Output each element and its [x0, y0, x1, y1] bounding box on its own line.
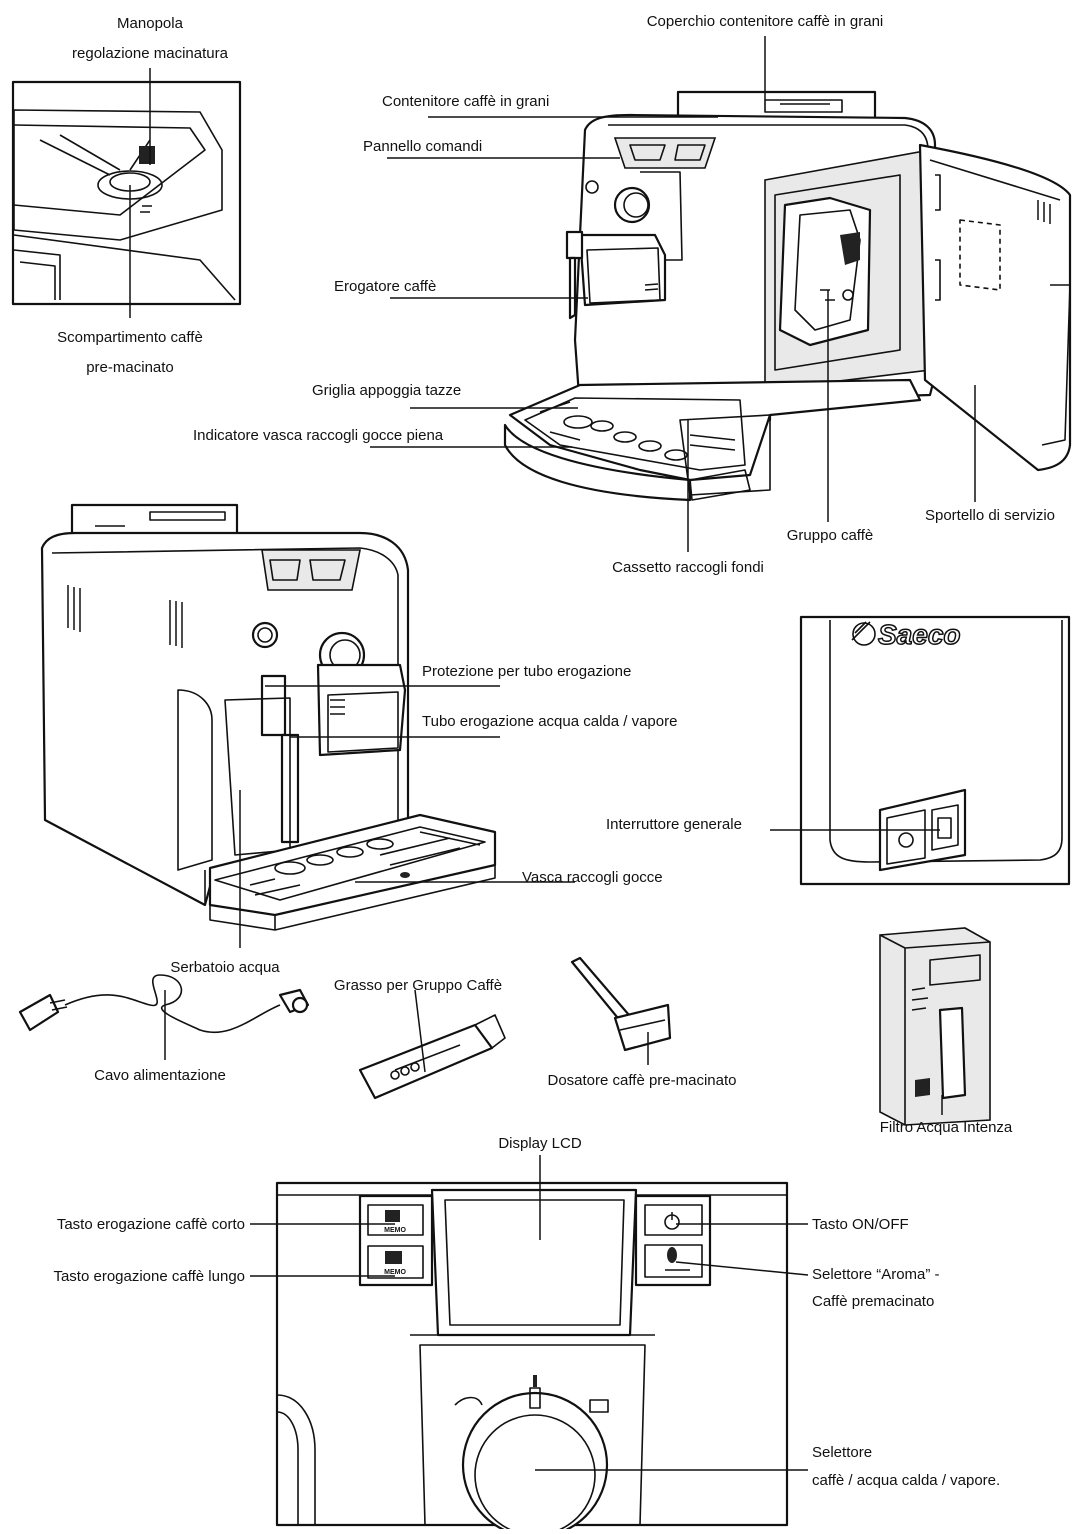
labels: Manopola regolazione macinatura Scompart… — [53, 13, 1055, 1489]
label-serbatoio: Serbatoio acqua — [170, 959, 280, 976]
label-protezione: Protezione per tubo erogazione — [422, 663, 631, 680]
label-aroma-line2: Caffè premacinato — [812, 1293, 934, 1310]
grinder-inset — [11, 80, 242, 306]
label-cavo: Cavo alimentazione — [94, 1067, 226, 1084]
label-selettore-line2: caffè / acqua calda / vapore. — [812, 1472, 1000, 1489]
grease-tube — [358, 1014, 506, 1100]
label-pannello: Pannello comandi — [363, 138, 482, 155]
machine-front-view — [40, 503, 497, 931]
label-scompartimento-line2: pre-macinato — [86, 359, 174, 376]
label-sportello: Sportello di servizio — [925, 507, 1055, 524]
saeco-logo-text: Saeco — [878, 619, 961, 650]
memo-label-long: MEMO — [384, 1269, 406, 1276]
label-cassetto: Cassetto raccogli fondi — [612, 559, 764, 576]
label-coperchio: Coperchio contenitore caffè in grani — [647, 13, 884, 30]
label-tubo: Tubo erogazione acqua calda / vapore — [422, 713, 677, 730]
leader-lines — [129, 36, 976, 1471]
label-scompartimento-line1: Scompartimento caffè — [57, 329, 203, 346]
label-selettore-line1: Selettore — [812, 1444, 872, 1461]
label-indicatore: Indicatore vasca raccogli gocce piena — [193, 427, 444, 444]
label-manopola-line2: regolazione macinatura — [72, 45, 229, 62]
label-onoff: Tasto ON/OFF — [812, 1216, 909, 1233]
label-dosatore: Dosatore caffè pre-macinato — [548, 1072, 737, 1089]
label-tasto-lungo: Tasto erogazione caffè lungo — [53, 1268, 245, 1285]
memo-label-short: MEMO — [384, 1227, 406, 1234]
label-filtro: Filtro Acqua Intenza — [880, 1119, 1013, 1136]
label-gruppo: Gruppo caffè — [787, 527, 873, 544]
label-griglia: Griglia appoggia tazze — [312, 382, 461, 399]
label-contenitore: Contenitore caffè in grani — [382, 93, 549, 110]
machine-open-view — [503, 90, 1072, 502]
water-filter-box — [879, 927, 991, 1126]
saeco-logo-icon — [852, 622, 876, 646]
label-display: Display LCD — [498, 1135, 582, 1152]
label-erogatore: Erogatore caffè — [334, 278, 436, 295]
label-vasca: Vasca raccogli gocce — [522, 869, 663, 886]
label-tasto-corto: Tasto erogazione caffè corto — [57, 1216, 245, 1233]
dosing-scoop — [570, 956, 672, 1052]
power-cable — [18, 974, 310, 1033]
label-grasso: Grasso per Gruppo Caffè — [334, 977, 502, 994]
control-panel-detail — [275, 1181, 789, 1534]
label-manopola-line1: Manopola — [117, 15, 184, 32]
switch-inset — [799, 615, 1071, 886]
label-aroma-line1: Selettore “Aroma” - — [812, 1266, 940, 1283]
label-interruttore: Interruttore generale — [606, 816, 742, 833]
